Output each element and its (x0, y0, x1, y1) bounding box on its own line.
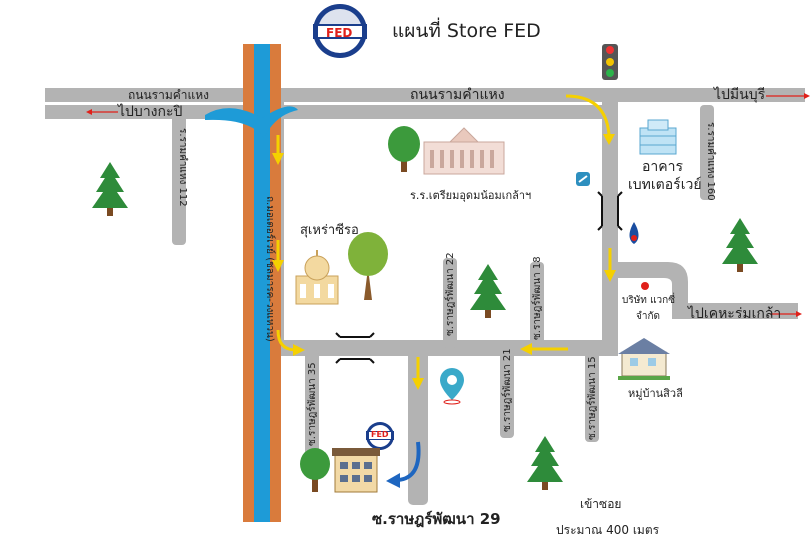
road-label-to-khehromklao: ไปเคหะร่มเกล้า (688, 306, 782, 322)
round-tree-icon (300, 448, 330, 492)
canal-water (254, 44, 270, 522)
road-label-main-left: ถนนรามคำแหง (128, 88, 210, 102)
bodhi-tree-icon (348, 232, 388, 300)
road-label-soi-29: ซ.ราษฎร์พัฒนา 29 (372, 510, 501, 528)
main-road-upper (45, 88, 805, 102)
road-soi-22 (443, 258, 457, 348)
road-label-soi-22: ซ.ราษฎร์พัฒนา 22 (445, 252, 456, 336)
curve-arrow-icon (565, 94, 611, 136)
road-right-vertical-upper (602, 100, 618, 350)
road-corner (602, 320, 618, 356)
store-logo-icon (366, 422, 394, 450)
pine-tree-icon (92, 162, 128, 216)
direction-arrows (272, 94, 616, 390)
note-distance: ประมาณ 400 เมตร (556, 523, 660, 537)
landmark-building: อาคาร (642, 159, 684, 175)
landmark-village: หมู่บ้านสิวลี (628, 387, 683, 400)
map-title: แผนที่ Store FED (392, 20, 541, 42)
sign-icon (576, 172, 590, 186)
blue-turn-arrow-icon (386, 441, 421, 488)
gas-station-icon (629, 222, 639, 244)
store-building-icon (332, 448, 380, 493)
landmark-school: ร.ร.เตรียมอุดมน้อมเกล้าฯ (410, 189, 532, 202)
road-soi-21 (500, 350, 514, 438)
road-label-to-minburi: ไปมีนบุรี (714, 87, 766, 103)
canal-branch (205, 106, 298, 138)
road-label-soi-21: ซ.ราษฎร์พัฒนา 21 (502, 348, 513, 432)
motorway-canal (205, 44, 298, 522)
office-building-icon (639, 119, 677, 155)
road-label-main-center: ถนนรามคำแหง (410, 87, 505, 103)
landmark-company-line1: บริษัท แวกซี่ (622, 295, 675, 306)
fed-logo-icon (313, 4, 367, 58)
landmark-mosque: สุเหร่าซีรอ (300, 223, 359, 238)
road-label-ramkhamhaeng-112: ร.รามคำแหง 112 (177, 128, 188, 207)
canal-bank-right (270, 44, 281, 522)
road-soi-35 (305, 350, 319, 476)
school-building-icon (423, 127, 505, 175)
canal-bank-left (243, 44, 254, 522)
mosque-icon (295, 250, 339, 305)
road-ramkhamhaeng-112 (172, 105, 186, 245)
road-ramkhamhaeng-160 (700, 105, 714, 200)
road-label-ramkhamhaeng-160: ร.รามคำแหง 160 (705, 122, 716, 201)
landmark-building-name: เบทเตอร์เวย์ (628, 177, 702, 193)
road-soi-15 (585, 350, 599, 442)
traffic-light-icon (602, 44, 618, 80)
company-marker-icon (641, 282, 649, 290)
road-label-motorway: ถ.มอเตอร์เวย์ (ชลมารค-วงแหวน) (264, 196, 275, 342)
house-icon (618, 338, 670, 380)
round-tree-icon (388, 126, 420, 172)
bridge-icon (335, 332, 375, 364)
road-label-soi-15: ซ.ราษฎร์พัฒนา 15 (587, 356, 598, 440)
bridges (335, 191, 623, 364)
bridge-icon (597, 191, 623, 231)
store-logo-text: FED (371, 430, 389, 439)
logo-text: FED (326, 26, 353, 40)
location-pin-icon (440, 368, 464, 405)
pine-tree-icon (470, 264, 506, 318)
landmark-company-line2: จำกัด (636, 311, 661, 322)
pine-tree-icon (722, 218, 758, 272)
road-label-to-bangkapi: ไปบางกะปิ (118, 104, 183, 120)
note-enter-soi: เข้าซอย (580, 497, 622, 511)
arrow-head-icon (603, 134, 615, 145)
pine-tree-icon (527, 436, 563, 490)
road-label-soi-35: ซ.ราษฎร์พัฒนา 35 (307, 362, 318, 446)
road-to-khehromklao (610, 262, 798, 319)
red-arrows (86, 93, 810, 317)
road-soi-29 (408, 350, 428, 505)
road-soi-18 (530, 262, 544, 348)
road-label-soi-18: ซ.ราษฎร์พัฒนา 18 (532, 256, 543, 340)
